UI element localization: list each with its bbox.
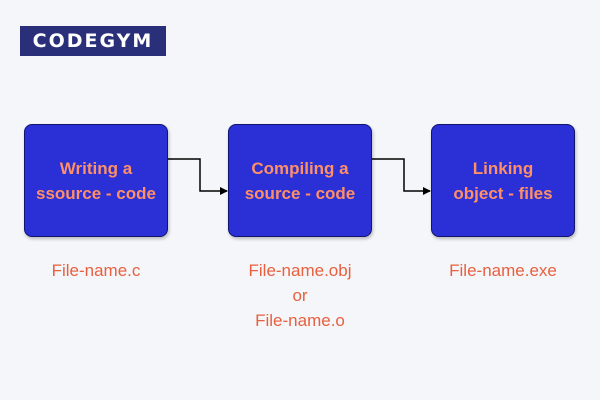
codegym-logo: CODEGYM — [20, 26, 166, 56]
step-writing-source-box: Writing a ssource - code — [24, 124, 168, 237]
step-compiling-source-box: Compiling a source - code — [228, 124, 372, 237]
arrow-step2-to-step3 — [372, 158, 431, 195]
step3-file-caption: File-name.exe — [449, 261, 557, 280]
arrow-step1-to-step2 — [168, 158, 228, 195]
step2-file-caption: File-name.obj or File-name.o — [248, 261, 352, 330]
step1-file-caption: File-name.c — [51, 261, 141, 280]
step-linking-objects-box: Linking object - files — [431, 124, 575, 237]
